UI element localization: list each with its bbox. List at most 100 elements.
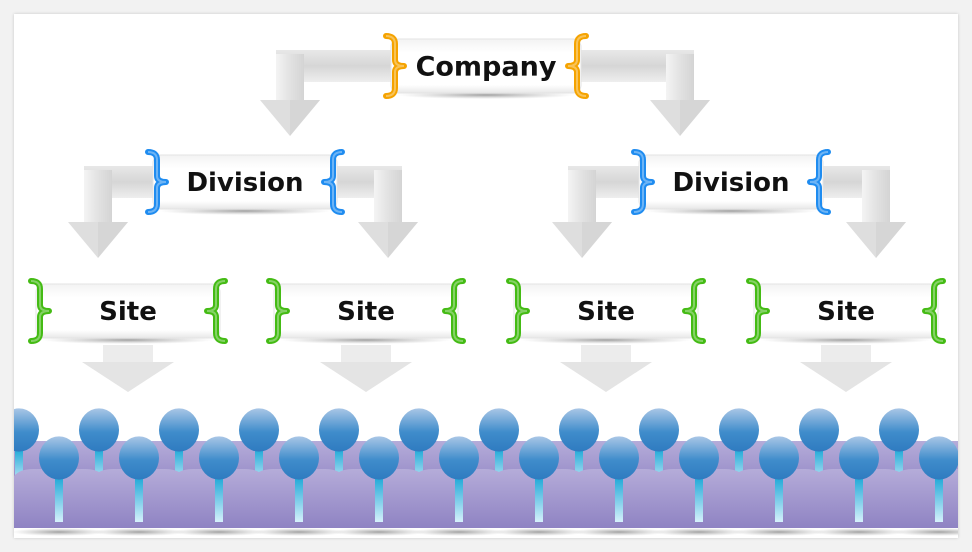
person-front-12 — [889, 436, 958, 536]
person-front-12-shadow — [891, 528, 958, 536]
node-company-box — [390, 38, 582, 94]
person-front-5-shadow — [331, 528, 427, 536]
person-front-10 — [729, 436, 829, 536]
node-site-2: Site — [266, 278, 466, 344]
arrow-division1-to-site2-shaft — [374, 170, 402, 222]
left-brace-icon — [631, 149, 655, 215]
node-site-3-label: Site — [577, 297, 635, 327]
left-brace-icon — [28, 278, 52, 344]
person-back-12-head — [879, 408, 919, 452]
right-brace-icon — [442, 278, 466, 344]
person-back-8-tie — [575, 448, 583, 486]
person-front-1-tie — [55, 476, 63, 522]
left-brace-icon — [266, 278, 290, 344]
node-company: Company — [383, 33, 589, 99]
person-front-1 — [14, 436, 109, 536]
node-site-1-box — [35, 283, 221, 339]
person-front-9-head — [679, 436, 719, 480]
arrow-division1-to-site2 — [325, 166, 418, 258]
person-back-3-tie — [175, 448, 183, 486]
person-back-5-tie — [335, 448, 343, 486]
left-brace-icon — [746, 278, 770, 344]
arrow-division1-to-site1-shaft — [84, 170, 112, 222]
node-site-4-box — [753, 283, 939, 339]
arrow-company-to-division-left — [260, 50, 406, 136]
right-brace-icon — [807, 149, 831, 215]
person-back-3-head — [159, 408, 199, 452]
person-front-8-head — [599, 436, 639, 480]
person-back-6-tie — [415, 448, 423, 486]
person-front-11-tie — [855, 476, 863, 522]
person-front-11-shadow — [811, 528, 907, 536]
right-brace-icon — [682, 278, 706, 344]
person-front-6-shadow — [411, 528, 507, 536]
person-back-12-tie — [895, 448, 903, 486]
arrow-site3-to-people-head — [560, 362, 652, 392]
node-division-2: Division — [631, 149, 831, 215]
arrow-site2-to-people — [320, 345, 412, 392]
left-brace-icon — [506, 278, 530, 344]
person-front-7 — [489, 436, 589, 536]
person-front-7-shadow — [491, 528, 587, 536]
person-front-6-head — [439, 436, 479, 480]
person-front-4-tie — [295, 476, 303, 522]
person-back-7-head — [479, 408, 519, 452]
right-brace-icon — [204, 278, 228, 344]
person-back-4-head — [239, 408, 279, 452]
arrow-division2-to-site4-shaft — [862, 170, 890, 222]
person-front-3-head — [199, 436, 239, 480]
person-front-9-tie — [695, 476, 703, 522]
arrow-site1-to-people-head — [82, 362, 174, 392]
person-front-1-head — [39, 436, 79, 480]
person-front-5-head — [359, 436, 399, 480]
arrow-site1-to-people — [82, 345, 174, 392]
person-front-4-shadow — [251, 528, 347, 536]
person-front-6 — [409, 436, 509, 536]
person-back-1-tie — [15, 448, 23, 486]
person-back-4-tie — [255, 448, 263, 486]
person-front-8-shadow — [571, 528, 667, 536]
node-division-1-box — [152, 154, 338, 210]
arrow-division1-to-site1 — [68, 166, 165, 258]
person-back-10-head — [719, 408, 759, 452]
person-front-12-tie — [935, 476, 943, 522]
left-brace-icon — [145, 149, 169, 215]
person-back-6-head — [399, 408, 439, 452]
arrow-division2-to-site3 — [552, 166, 651, 258]
person-back-5-head — [319, 408, 359, 452]
node-site-3: Site — [506, 278, 706, 344]
node-division-1: Division — [145, 149, 345, 215]
person-front-12-head — [919, 436, 958, 480]
person-front-6-tie — [455, 476, 463, 522]
arrow-company-to-division-left-shaft — [276, 54, 304, 100]
person-front-3 — [169, 436, 269, 536]
person-front-7-head — [519, 436, 559, 480]
node-division-2-label: Division — [672, 168, 789, 198]
person-front-2-head — [119, 436, 159, 480]
person-front-3-tie — [215, 476, 223, 522]
node-site-2-box — [273, 283, 459, 339]
person-front-2 — [89, 436, 189, 536]
right-brace-icon — [922, 278, 946, 344]
person-front-9 — [649, 436, 749, 536]
person-back-9-head — [639, 408, 679, 452]
person-back-11-head — [799, 408, 839, 452]
person-front-1-shadow — [14, 528, 107, 536]
person-front-10-head — [759, 436, 799, 480]
person-front-4 — [249, 436, 349, 536]
arrow-company-to-division-right — [566, 50, 710, 136]
arrow-site2-to-people-shaft — [341, 345, 391, 362]
arrow-site3-to-people — [560, 345, 652, 392]
arrow-site4-to-people — [800, 345, 892, 392]
person-front-3-shadow — [171, 528, 267, 536]
arrow-site3-to-people-shaft — [581, 345, 631, 362]
person-back-2-head — [79, 408, 119, 452]
people-crowd — [14, 408, 958, 536]
person-front-10-tie — [775, 476, 783, 522]
person-back-7-tie — [495, 448, 503, 486]
node-company-label: Company — [416, 52, 557, 83]
person-back-9-tie — [655, 448, 663, 486]
left-brace-icon — [383, 33, 407, 99]
